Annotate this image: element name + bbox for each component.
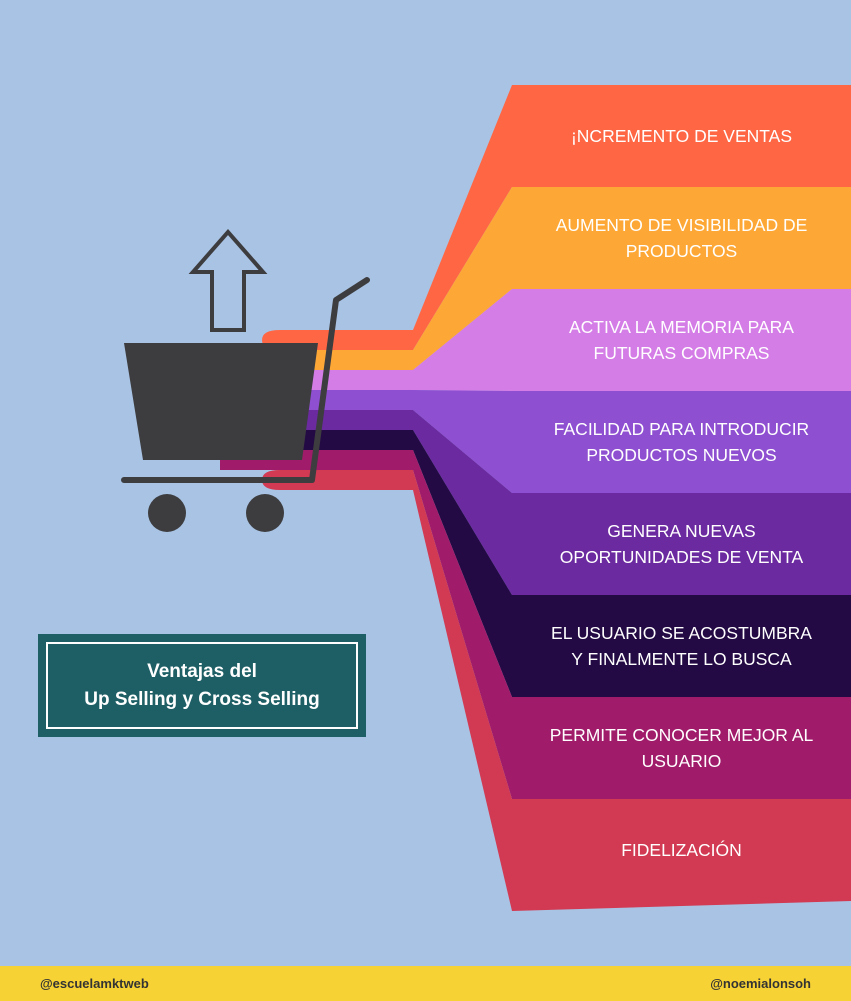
benefit-label: ¡NCREMENTO DE VENTAS xyxy=(570,125,793,146)
footer-handle-right: @noemialonsoh xyxy=(710,976,811,991)
footer-bar: @escuelamktweb @noemialonsoh xyxy=(0,966,851,1001)
cart-basket xyxy=(124,343,318,460)
benefit-item-7: PERMITE CONOCER MEJOR AL USUARIO xyxy=(512,697,851,799)
benefit-label: PERMITE CONOCER MEJOR AL USUARIO xyxy=(549,724,814,771)
cart-wheel-right xyxy=(246,494,284,532)
cart-handle xyxy=(121,277,370,483)
benefit-label: EL USUARIO SE ACOSTUMBRA Y FINALMENTE LO… xyxy=(551,622,812,669)
ribbon-7 xyxy=(220,450,851,799)
title-frame: Ventajas del Up Selling y Cross Selling xyxy=(46,642,358,729)
benefit-label: ACTIVA LA MEMORIA PARA FUTURAS COMPRAS xyxy=(569,316,794,363)
ribbon-1 xyxy=(262,85,851,350)
benefit-label: GENERA NUEVAS OPORTUNIDADES DE VENTA xyxy=(559,520,804,567)
ribbon-8 xyxy=(262,470,851,911)
ribbon-3 xyxy=(220,289,851,391)
benefit-item-3: ACTIVA LA MEMORIA PARA FUTURAS COMPRAS xyxy=(512,289,851,391)
ribbon-group xyxy=(220,85,851,911)
benefit-label: AUMENTO DE VISIBILIDAD DE PRODUCTOS xyxy=(555,214,808,261)
ribbon-5 xyxy=(220,410,851,595)
benefit-item-2: AUMENTO DE VISIBILIDAD DE PRODUCTOS xyxy=(512,187,851,289)
benefit-item-4: FACILIDAD PARA INTRODUCIR PRODUCTOS NUEV… xyxy=(512,391,851,493)
benefit-item-8: FIDELIZACIÓN xyxy=(512,799,851,901)
ribbon-4 xyxy=(220,390,851,493)
shopping-cart-icon xyxy=(121,228,370,532)
benefit-item-5: GENERA NUEVAS OPORTUNIDADES DE VENTA xyxy=(512,493,851,595)
benefit-label: FIDELIZACIÓN xyxy=(621,839,742,860)
title-line-2: Up Selling y Cross Selling xyxy=(84,688,320,710)
ribbon-2 xyxy=(220,187,851,370)
footer-handle-left: @escuelamktweb xyxy=(40,976,149,991)
title-line-1: Ventajas del xyxy=(147,660,257,682)
benefit-label: FACILIDAD PARA INTRODUCIR PRODUCTOS NUEV… xyxy=(553,418,810,465)
ribbon-6 xyxy=(220,430,851,697)
cart-wheel-left xyxy=(148,494,186,532)
benefit-item-6: EL USUARIO SE ACOSTUMBRA Y FINALMENTE LO… xyxy=(512,595,851,697)
arrow-up-icon xyxy=(188,228,268,332)
title-box: Ventajas del Up Selling y Cross Selling xyxy=(38,634,366,737)
benefit-item-1: ¡NCREMENTO DE VENTAS xyxy=(512,85,851,187)
